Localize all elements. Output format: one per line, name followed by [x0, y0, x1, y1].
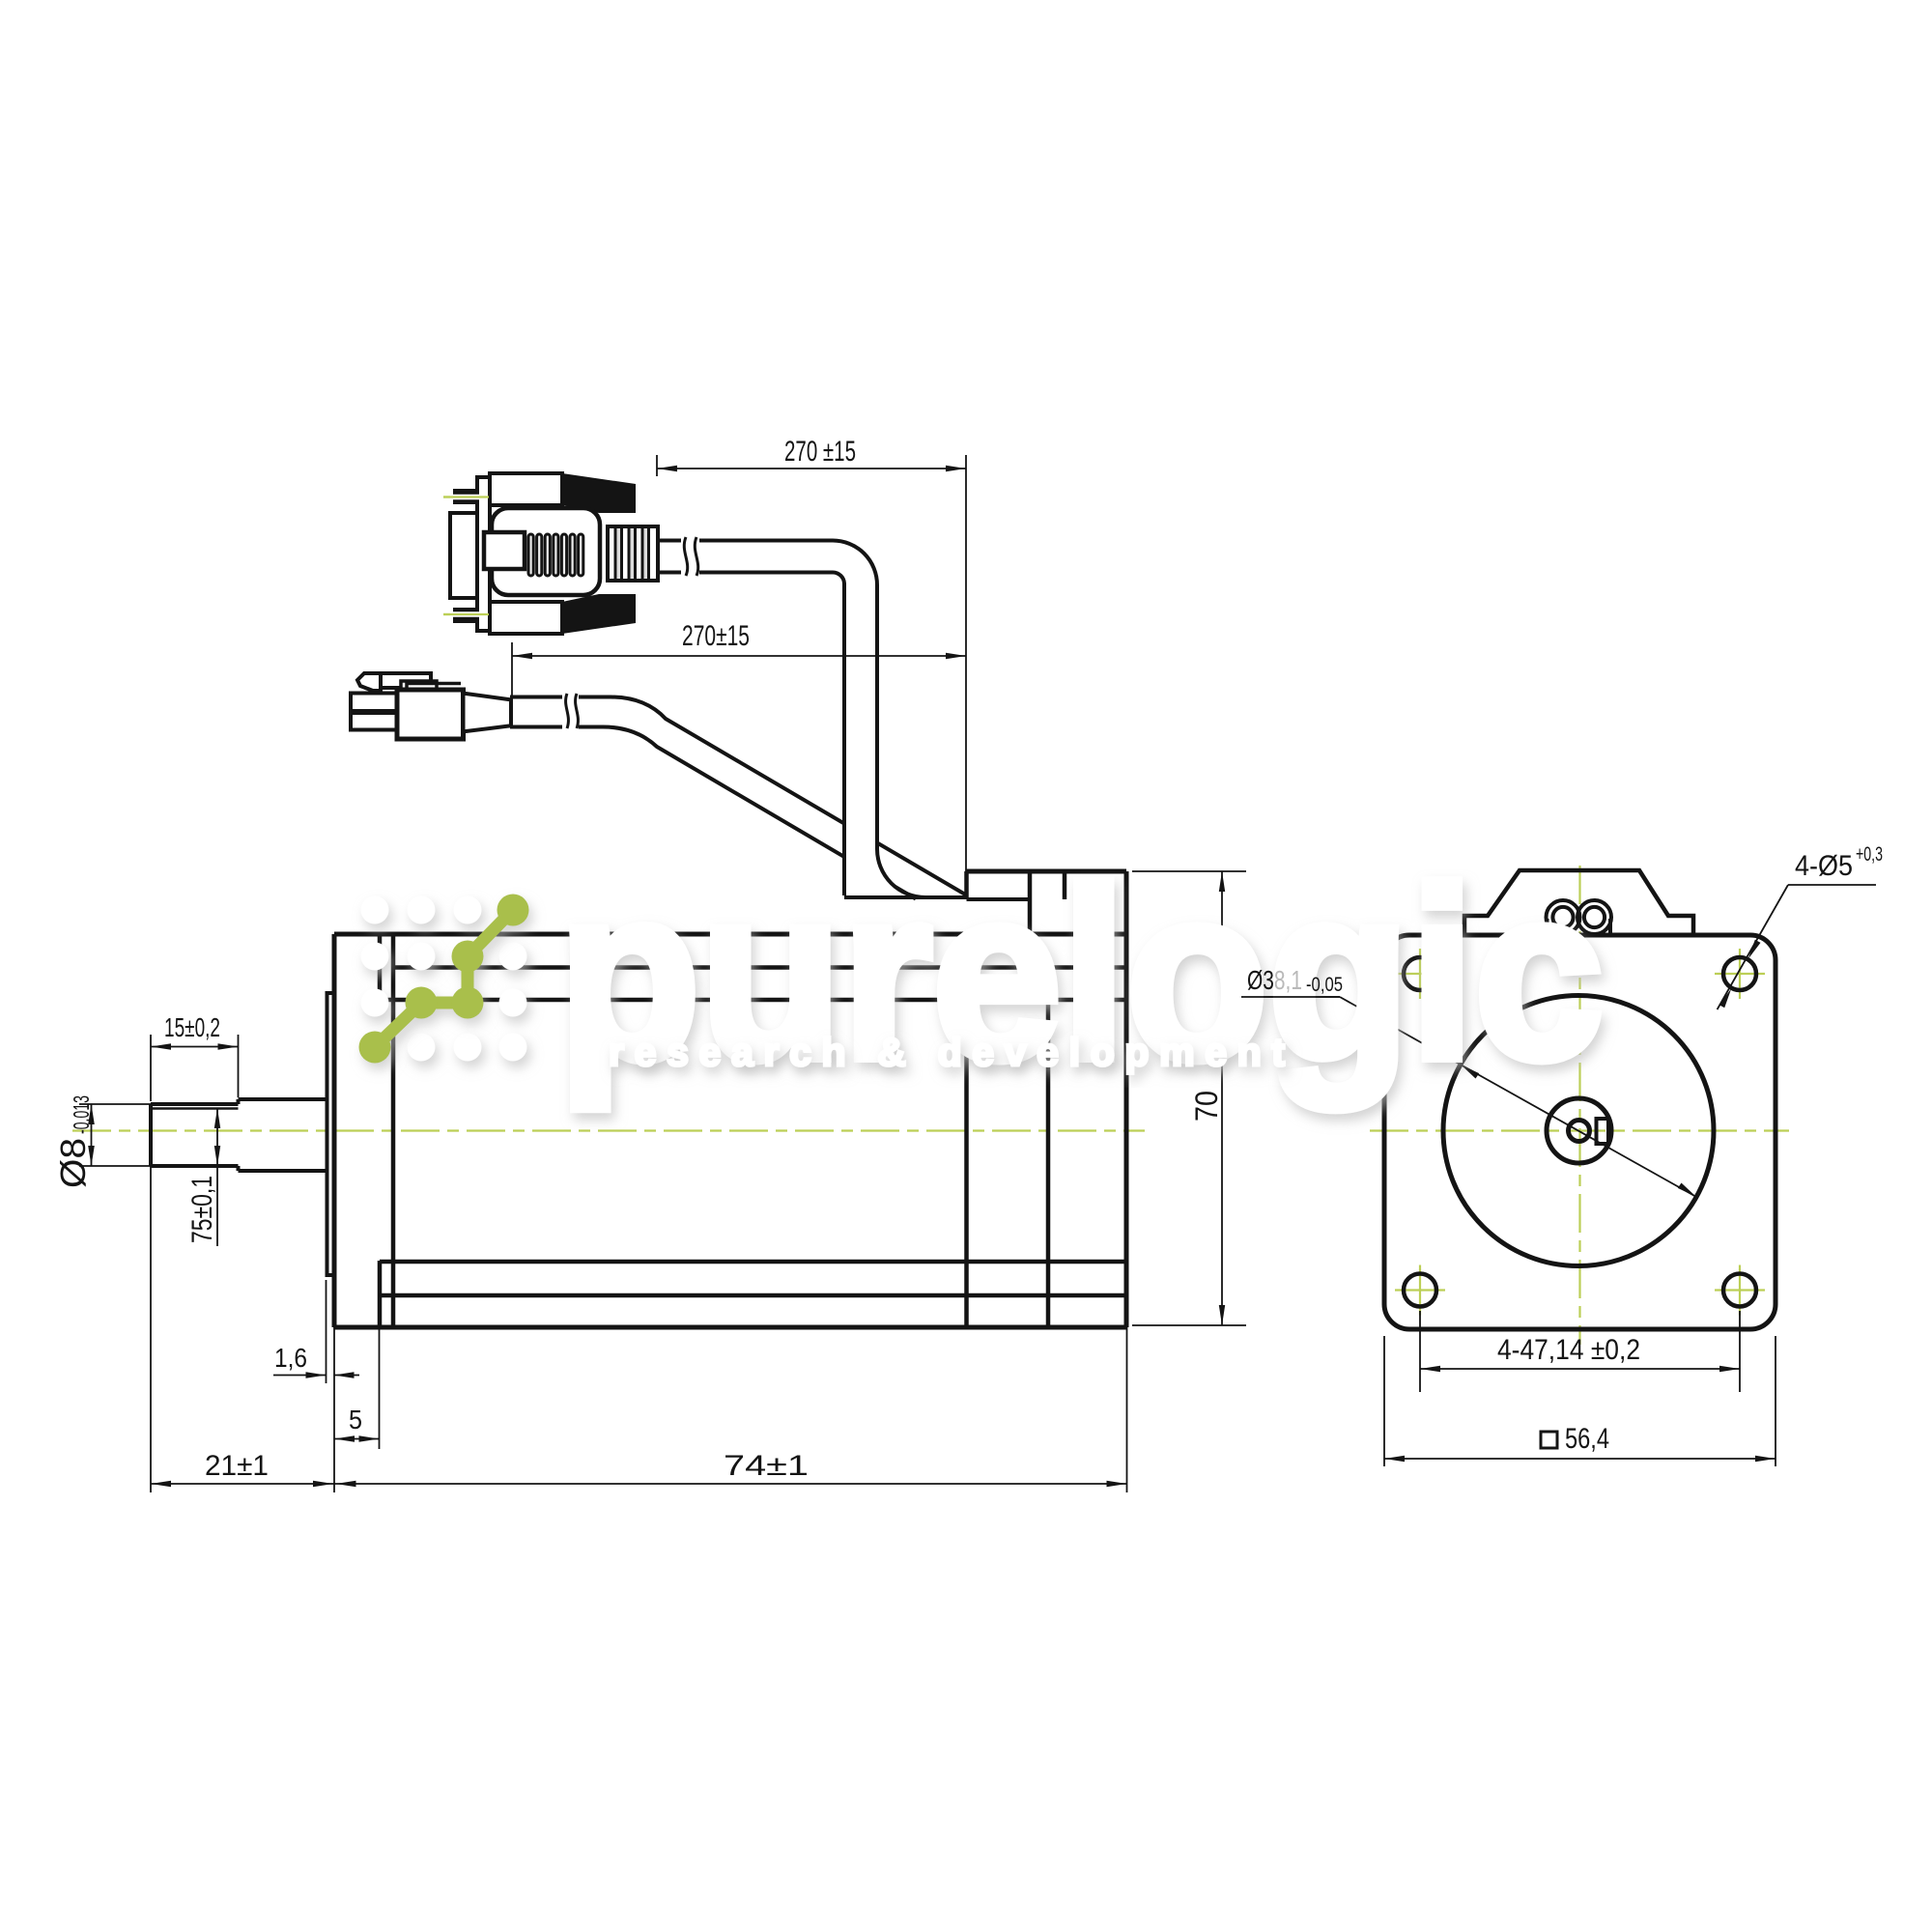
svg-text:purelogic: purelogic: [558, 838, 1604, 1110]
svg-text:5: 5: [349, 1405, 362, 1435]
svg-text:Ø8: Ø8: [53, 1138, 93, 1188]
svg-text:270±15: 270±15: [682, 620, 750, 652]
svg-text:4-Ø5: 4-Ø5: [1795, 850, 1853, 882]
svg-text:56,4: 56,4: [1565, 1423, 1609, 1455]
svg-text:research & development: research & development: [609, 1030, 1285, 1074]
svg-text:-0,05: -0,05: [1306, 974, 1343, 996]
svg-text:21±1: 21±1: [205, 1450, 269, 1482]
svg-text:75±0,1: 75±0,1: [186, 1176, 218, 1243]
svg-text:4-47,14 ±0,2: 4-47,14 ±0,2: [1497, 1334, 1640, 1366]
svg-text:74±1: 74±1: [724, 1450, 809, 1482]
svg-text:70: 70: [1189, 1091, 1224, 1122]
svg-text:-0,013: -0,013: [69, 1095, 94, 1134]
svg-text:+0,3: +0,3: [1856, 843, 1883, 866]
svg-text:1,6: 1,6: [274, 1343, 307, 1373]
svg-text:15±0,2: 15±0,2: [164, 1012, 220, 1042]
svg-text:270 ±15: 270 ±15: [784, 436, 856, 468]
svg-text:Ø38,1: Ø38,1: [1247, 965, 1302, 995]
